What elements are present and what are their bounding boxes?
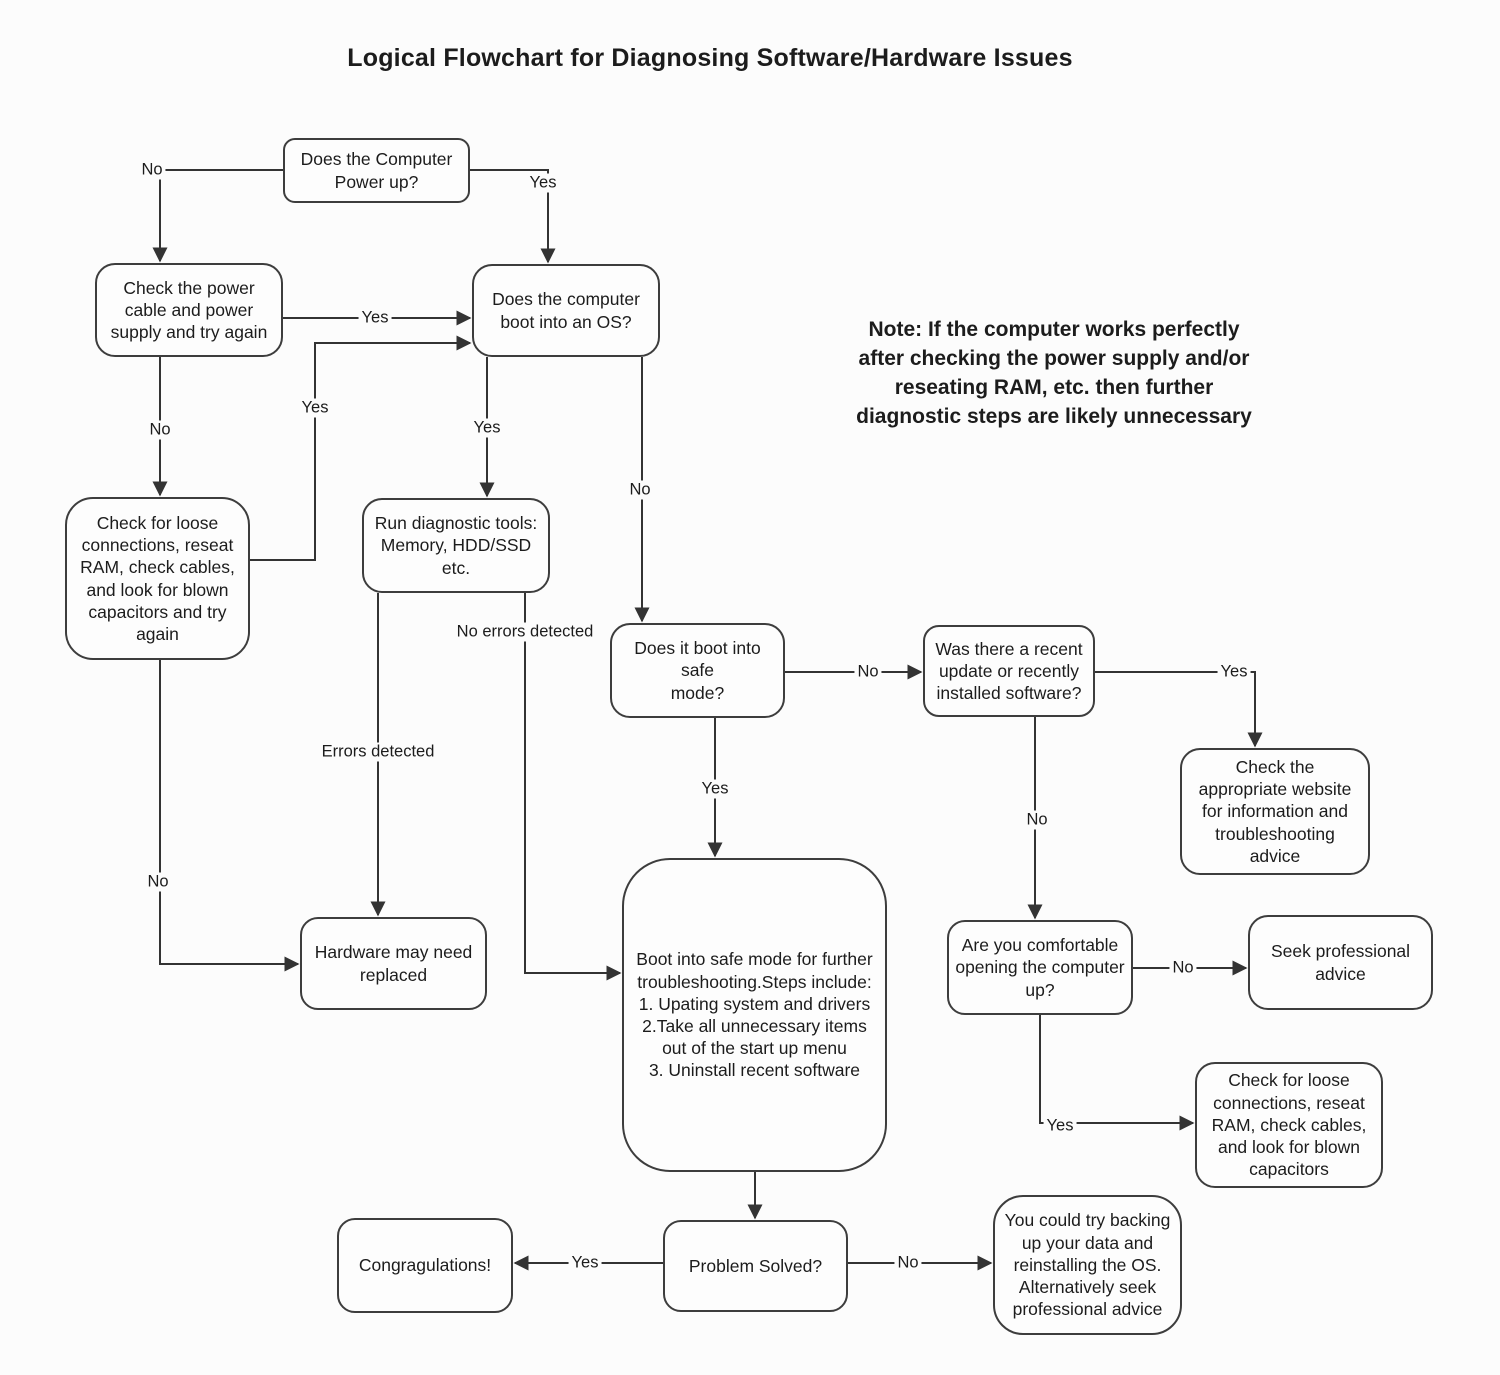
edge-label-os-yes: Yes [470,418,504,438]
edge-power-no [152,169,283,263]
edge-label-update-no: No [1023,810,1051,830]
edge-loose-retry-no [159,660,300,972]
edge-label-cable-no: No [146,420,174,440]
edge-comfort-yes [1039,1015,1195,1131]
note-text: Note: If the computer works perfectly af… [856,318,1252,428]
edge-diag-no-errors [524,593,622,981]
node-hardware-replace: Hardware may need replaced [300,917,487,1010]
node-safe-mode-steps: Boot into safe mode for further troubles… [622,858,887,1172]
edge-label-safemode-yes: Yes [698,779,732,799]
node-problem-solved-question: Problem Solved? [663,1220,848,1312]
edge-label-diag-errors: Errors detected [318,742,438,762]
edge-label-power-yes: Yes [526,173,560,193]
node-boot-os-question: Does the computer boot into an OS? [472,264,660,357]
edge-label-power-no: No [138,160,166,180]
edge-label-comfort-yes: Yes [1043,1116,1077,1136]
node-seek-professional-advice: Seek professional advice [1248,915,1433,1010]
edge-label-loose-retry-no: No [144,872,172,892]
node-open-computer-question: Are you comfortable opening the computer… [947,920,1133,1015]
node-check-website: Check the appropriate website for inform… [1180,748,1370,875]
edge-label-diag-no-errors: No errors detected [453,622,597,642]
node-run-diagnostic-tools: Run diagnostic tools: Memory, HDD/SSD et… [362,498,550,593]
node-check-loose-connections: Check for loose connections, reseat RAM,… [1195,1062,1383,1188]
node-power-up-question: Does the Computer Power up? [283,138,470,203]
node-safe-mode-question: Does it boot into safe mode? [610,623,785,718]
node-congratulations: Congragulations! [337,1218,513,1313]
edge-power-yes [470,169,556,264]
edge-label-comfort-no: No [1169,958,1197,978]
node-backup-reinstall: You could try backing up your data and r… [993,1195,1182,1335]
edge-label-safemode-no: No [854,662,882,682]
edge-update-yes [1095,671,1263,748]
node-check-power-cable: Check the power cable and power supply a… [95,263,283,357]
edge-label-solved-no: No [894,1253,922,1273]
edge-group [152,169,1263,1271]
edge-label-update-yes: Yes [1217,662,1251,682]
page-title: Logical Flowchart for Diagnosing Softwar… [347,44,1073,72]
node-recent-update-question: Was there a recent update or recently in… [923,625,1095,717]
edge-label-cable-yes: Yes [358,308,392,328]
edge-loose-retry-yes [250,335,472,561]
node-check-loose-connections-retry: Check for loose connections, reseat RAM,… [65,497,250,660]
edge-label-os-no: No [626,480,654,500]
edge-label-loose-retry-yes: Yes [298,398,332,418]
edge-label-solved-yes: Yes [568,1253,602,1273]
